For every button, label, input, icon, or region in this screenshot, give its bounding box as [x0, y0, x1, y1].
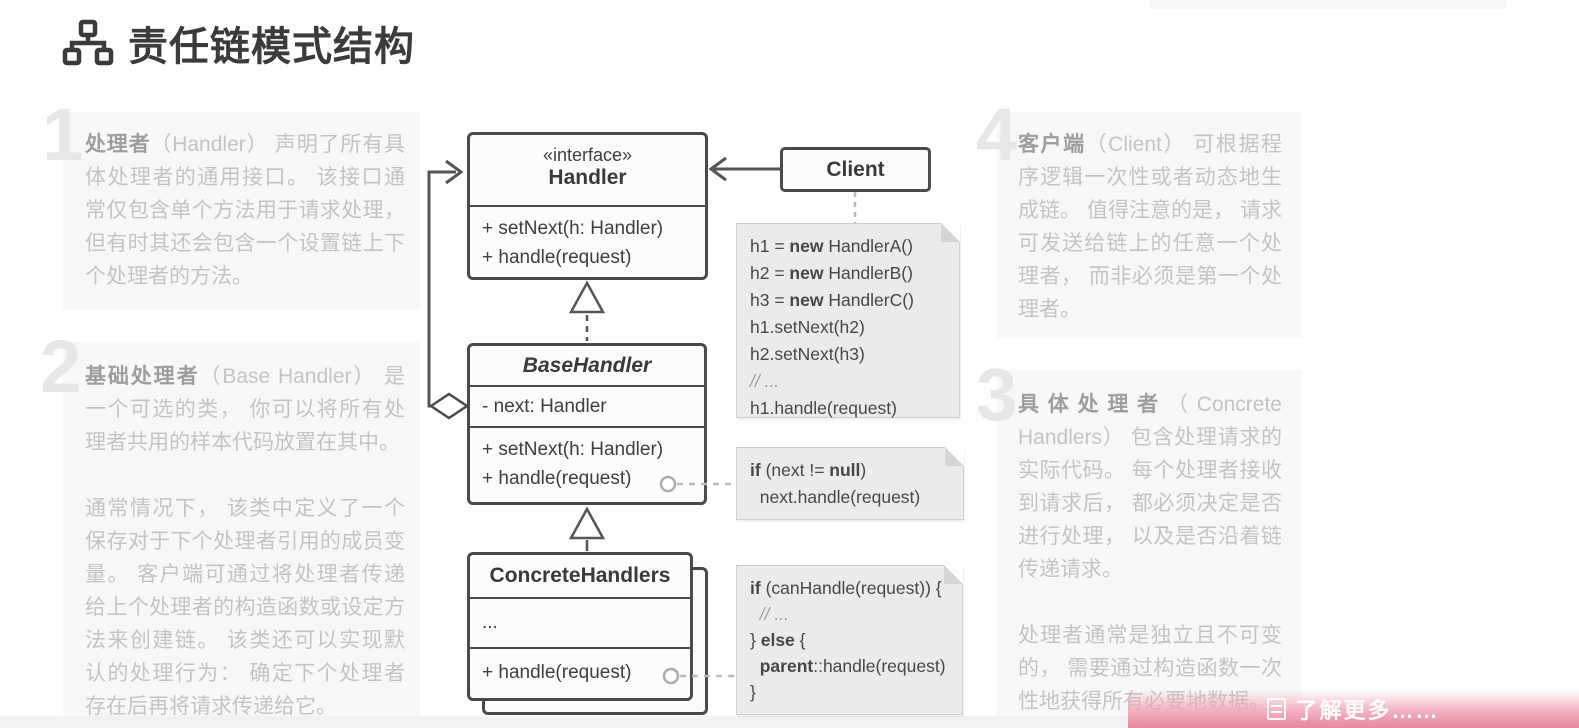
code-line: } else { — [750, 630, 806, 650]
section-2-panel — [63, 342, 420, 716]
basehandler-header: BaseHandler — [470, 346, 704, 387]
uml-method: + handle(request) — [482, 247, 632, 268]
top-right-strip — [1150, 0, 1506, 9]
code-line: // ... — [750, 371, 780, 391]
note-basehandler-code: if (next != null) next.handle(request) — [736, 447, 964, 520]
hollow-triangle-icon — [568, 280, 606, 314]
section-4-text: 客户端（Client） 可根据程序逻辑一次性或者动态地生成链。 值得注意的是， … — [1018, 128, 1282, 326]
uml-class-handler: «interface» Handler + setNext(h: Handler… — [467, 132, 708, 280]
section-2-text: 基础处理者（Base Handler） 是一个可选的类， 你可以将所有处理者共用… — [85, 360, 405, 723]
handler-stereotype: «interface» — [542, 145, 633, 165]
uml-class-basehandler: BaseHandler - next: Handler + setNext(h:… — [467, 343, 707, 505]
inheritance-connector — [568, 506, 606, 551]
section-3-lead: 具体处理者 — [1018, 393, 1167, 416]
code-line: h1.handle(request) — [750, 398, 897, 418]
section-2-body2: 通常情况下， 该类中定义了一个保存对于下个处理者引用的成员变量。 客户端可通过将… — [85, 497, 405, 718]
code-line: h1.setNext(h2) — [750, 317, 865, 337]
section-number-2: 2 — [40, 325, 82, 408]
uml-method: + handle(request) — [482, 662, 632, 683]
concretehandlers-name: ConcreteHandlers — [489, 564, 671, 587]
section-4-body: （Client） 可根据程序逻辑一次性或者动态地生成链。 值得注意的是， 请求可… — [1018, 133, 1282, 321]
note-client-code: h1 = new HandlerA() h2 = new HandlerB() h3… — [736, 223, 960, 418]
document-icon — [1267, 698, 1287, 720]
aggregation-connector — [427, 159, 470, 420]
code-line: } — [750, 682, 756, 702]
section-4-lead: 客户端 — [1018, 133, 1086, 156]
section-3-text: 具体处理者（Concrete Handlers） 包含处理请求的实际代码。 每个… — [1018, 388, 1282, 718]
code-line: if (canHandle(request)) { — [750, 578, 942, 598]
handler-methods: + setNext(h: Handler) + handle(request) — [470, 207, 705, 279]
learn-more-label: 了解更多…… — [1295, 698, 1440, 723]
code-line: next.handle(request) — [750, 487, 921, 507]
open-arrowhead-icon — [708, 156, 727, 182]
sitemap-icon — [62, 19, 114, 66]
uml-method: + setNext(h: Handler) — [482, 218, 664, 239]
section-number-1: 1 — [42, 93, 84, 176]
uml-class-client: Client — [780, 147, 931, 192]
concretehandlers-attributes: ... — [470, 599, 690, 649]
code-line: if (next != null) — [750, 460, 867, 480]
basehandler-methods: + setNext(h: Handler) + handle(request) — [470, 428, 704, 500]
handler-header: «interface» Handler — [470, 135, 705, 207]
section-number-4: 4 — [976, 93, 1018, 176]
uml-attribute: - next: Handler — [482, 396, 607, 417]
code-line: // ... — [750, 604, 789, 624]
code-line: h2 = new HandlerB() — [750, 263, 913, 283]
uml-class-concretehandlers: ConcreteHandlers ... + handle(request) — [467, 552, 693, 701]
hollow-triangle-icon — [568, 506, 606, 540]
section-1-body: （Handler） 声明了所有具体处理者的通用接口。 该接口通常仅包含单个方法用… — [85, 133, 405, 288]
page-title: 责任链模式结构 — [128, 25, 415, 69]
basehandler-name: BaseHandler — [522, 353, 652, 377]
client-name: Client — [826, 157, 885, 181]
learn-more-banner[interactable]: 了解更多…… — [1128, 690, 1579, 728]
code-line: h1 = new HandlerA() — [750, 236, 913, 256]
section-4-panel — [997, 112, 1302, 338]
uml-method: + handle(request) — [482, 468, 632, 489]
basehandler-attributes: - next: Handler — [470, 387, 704, 428]
concretehandlers-header: ConcreteHandlers — [470, 555, 690, 599]
section-1-text: 处理者（Handler） 声明了所有具体处理者的通用接口。 该接口通常仅包含单个… — [85, 128, 405, 293]
realization-connector — [568, 280, 606, 341]
handler-name: Handler — [548, 166, 627, 189]
concretehandlers-methods: + handle(request) — [470, 649, 690, 694]
note-concretehandlers-code: if (canHandle(request)) { // ... } else {… — [736, 565, 963, 715]
section-3-body: （Concrete Handlers） 包含处理请求的实际代码。 每个处理者接收… — [1018, 393, 1282, 581]
section-2-body: （Base Handler） 是一个可选的类， 你可以将所有处理者共用的样本代码… — [85, 365, 406, 454]
section-2-lead: 基础处理者 — [85, 365, 200, 388]
open-arrowhead-icon — [445, 159, 464, 185]
section-3-panel — [997, 370, 1302, 716]
page-title-row: 责任链模式结构 — [62, 14, 415, 72]
section-number-3: 3 — [976, 353, 1018, 436]
section-1-lead: 处理者 — [85, 133, 151, 156]
section-1-panel — [63, 112, 420, 310]
client-association — [708, 156, 780, 182]
code-line: h3 = new HandlerC() — [750, 290, 914, 310]
uml-attribute: ... — [482, 612, 498, 633]
code-line: h2.setNext(h3) — [750, 344, 865, 364]
aggregation-diamond-icon — [428, 392, 470, 420]
uml-method: + setNext(h: Handler) — [482, 439, 664, 460]
code-line: parent::handle(request) — [759, 656, 946, 676]
